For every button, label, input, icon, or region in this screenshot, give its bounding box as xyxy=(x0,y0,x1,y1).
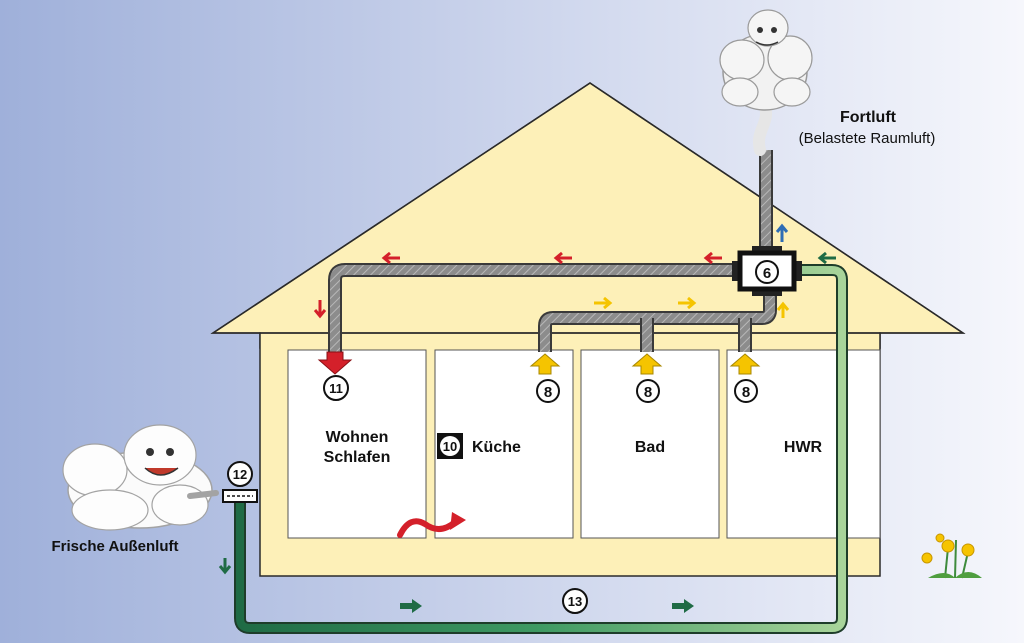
exhaust-arrow xyxy=(775,223,789,242)
supply-arrows xyxy=(313,251,722,538)
fresh-air-cloud xyxy=(62,424,219,531)
extract-arrows xyxy=(529,296,790,375)
exhaust-cloud xyxy=(719,9,813,156)
room-label-kueche: Küche xyxy=(472,439,521,456)
room-wohnen-schlafen xyxy=(287,349,427,539)
marker-8-kueche: 8 xyxy=(544,384,552,401)
fortluft-title: Fortluft xyxy=(840,109,897,126)
markers: 6 8 8 8 10 11 12 13 xyxy=(227,260,779,614)
frische-aussenluft-label: Frische Außenluft xyxy=(52,538,179,555)
marker-8-hwr: 8 xyxy=(742,384,750,401)
marker-8-bad: 8 xyxy=(644,384,652,401)
intake-duct xyxy=(236,266,846,632)
room-label-bad: Bad xyxy=(635,439,665,456)
dandelion-flowers xyxy=(921,533,982,579)
room-label-hwr: HWR xyxy=(784,439,823,456)
fortluft-subtitle: (Belastete Raumluft) xyxy=(799,130,936,147)
marker-10: 10 xyxy=(443,439,457,454)
grey-ducts xyxy=(328,150,777,352)
intake-arrows xyxy=(218,251,836,613)
marker-12: 12 xyxy=(233,467,247,482)
room-label-wohnen: Wohnen xyxy=(326,429,389,446)
marker-11: 11 xyxy=(329,381,343,396)
marker-6: 6 xyxy=(763,265,771,282)
marker-13: 13 xyxy=(568,594,582,609)
room-labels: Wohnen Schlafen Küche Bad HWR xyxy=(324,429,823,466)
room-label-schlafen: Schlafen xyxy=(324,449,391,466)
